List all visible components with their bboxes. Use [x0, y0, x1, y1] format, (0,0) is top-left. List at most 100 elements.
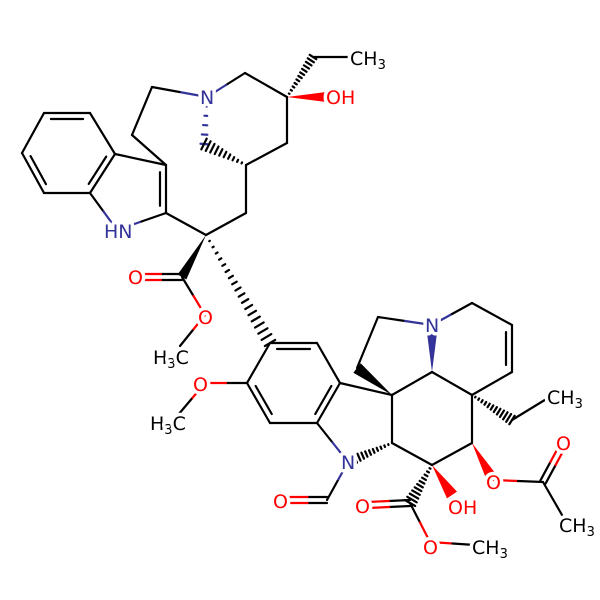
bond	[371, 447, 376, 454]
bond	[408, 501, 422, 524]
bond	[240, 161, 244, 165]
bond	[300, 67, 308, 73]
bond	[240, 298, 250, 304]
bond	[549, 442, 562, 464]
bond	[260, 333, 273, 341]
bond	[234, 286, 242, 292]
bond	[253, 321, 265, 329]
bond	[224, 71, 247, 87]
label-n-top: N	[200, 87, 214, 109]
bond	[315, 341, 342, 385]
bond	[390, 441, 434, 467]
bond	[177, 235, 206, 280]
bond	[432, 465, 457, 499]
label-o-formyl: O	[273, 491, 288, 513]
bond	[293, 81, 298, 86]
bond	[495, 407, 502, 416]
label-o-ester-2: O	[423, 537, 438, 559]
bond	[245, 381, 272, 425]
bond	[413, 486, 423, 493]
bond	[544, 463, 557, 485]
bond	[450, 301, 474, 316]
bond	[491, 478, 520, 483]
bond	[406, 495, 418, 504]
label-oh-bottom: OH	[448, 497, 477, 519]
bond	[375, 446, 380, 452]
bond	[88, 191, 105, 213]
bond	[408, 492, 420, 500]
bond	[130, 85, 154, 137]
bond	[243, 71, 289, 99]
bond	[304, 60, 313, 67]
bond	[178, 90, 209, 99]
bond	[227, 274, 234, 280]
bond	[477, 397, 481, 401]
bond	[204, 140, 212, 153]
bond	[180, 275, 195, 298]
label-ch3-acetyl: CH3	[559, 515, 595, 540]
bond	[541, 480, 564, 517]
bond	[387, 498, 411, 503]
label-n-indoline: N	[341, 452, 355, 474]
bond	[29, 155, 48, 186]
bond	[325, 479, 339, 502]
bond	[214, 251, 219, 255]
bond	[88, 111, 117, 156]
bond	[237, 292, 246, 298]
bond	[510, 396, 550, 422]
label-h3c-methoxy: H3C	[150, 413, 186, 438]
bond	[498, 409, 506, 419]
bond	[235, 158, 240, 163]
bond	[383, 444, 387, 449]
bond	[430, 370, 474, 397]
bond	[191, 313, 207, 332]
label-o-acetoxy: O	[486, 472, 501, 494]
bond	[254, 384, 273, 416]
bond	[418, 479, 426, 485]
bond	[428, 467, 432, 470]
bond	[295, 78, 301, 83]
bond	[257, 327, 269, 335]
bonds	[20, 53, 567, 547]
bond	[244, 303, 254, 311]
bond	[470, 370, 514, 397]
bond	[231, 155, 236, 162]
bond	[338, 381, 394, 397]
label-h3c-ester-1: H3C	[153, 347, 189, 372]
bond	[376, 315, 407, 323]
bond	[516, 479, 545, 484]
bond	[213, 145, 220, 156]
bond	[483, 400, 488, 406]
bond	[247, 309, 258, 317]
bond	[353, 363, 392, 395]
bond	[388, 504, 412, 509]
bond	[470, 301, 514, 327]
bond	[502, 411, 509, 421]
bond	[430, 312, 454, 327]
bond	[244, 141, 289, 167]
bond	[218, 148, 224, 157]
bond	[130, 133, 168, 167]
bond	[291, 85, 296, 89]
bond	[360, 451, 366, 460]
bond	[492, 406, 498, 414]
label-o-carbonyl-2: O	[355, 496, 370, 518]
bond	[227, 153, 232, 160]
bond	[451, 542, 477, 547]
bond	[348, 455, 355, 466]
bond	[356, 452, 362, 462]
bond	[480, 399, 484, 404]
bond	[352, 453, 359, 464]
bond	[367, 449, 373, 456]
bond	[403, 319, 434, 327]
bond	[221, 263, 227, 267]
bond	[390, 370, 434, 397]
bond	[102, 210, 119, 232]
bond	[421, 476, 427, 482]
bond	[336, 460, 350, 483]
bond	[245, 341, 272, 385]
bond	[367, 505, 391, 510]
bond	[315, 381, 342, 425]
bond	[505, 412, 513, 423]
bond	[176, 397, 193, 417]
